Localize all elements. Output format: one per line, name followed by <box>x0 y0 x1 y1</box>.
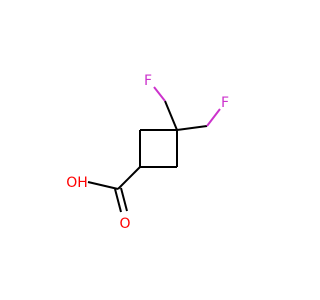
fluorine-label-right: F <box>221 95 229 111</box>
hydroxyl-label: OH <box>66 175 88 191</box>
bond-ring-to-carboxyl <box>117 166 141 190</box>
molecule-structure: F F OH O <box>66 73 229 232</box>
carbonyl-oxygen-label: O <box>119 216 130 232</box>
bond-ring-to-ch2-right <box>176 125 208 131</box>
bond-ch2-to-f-upper <box>153 86 166 102</box>
bond-ring-to-ch2-upper <box>164 100 178 131</box>
double-bond-c-o-b <box>120 187 128 212</box>
bond-c-to-oh <box>87 181 119 190</box>
fluorine-label-upper: F <box>144 73 152 89</box>
bond-ch2-to-f-right <box>206 108 221 127</box>
molecule-canvas: F F OH O <box>66 73 230 232</box>
double-bond-c-o-a <box>114 188 122 213</box>
